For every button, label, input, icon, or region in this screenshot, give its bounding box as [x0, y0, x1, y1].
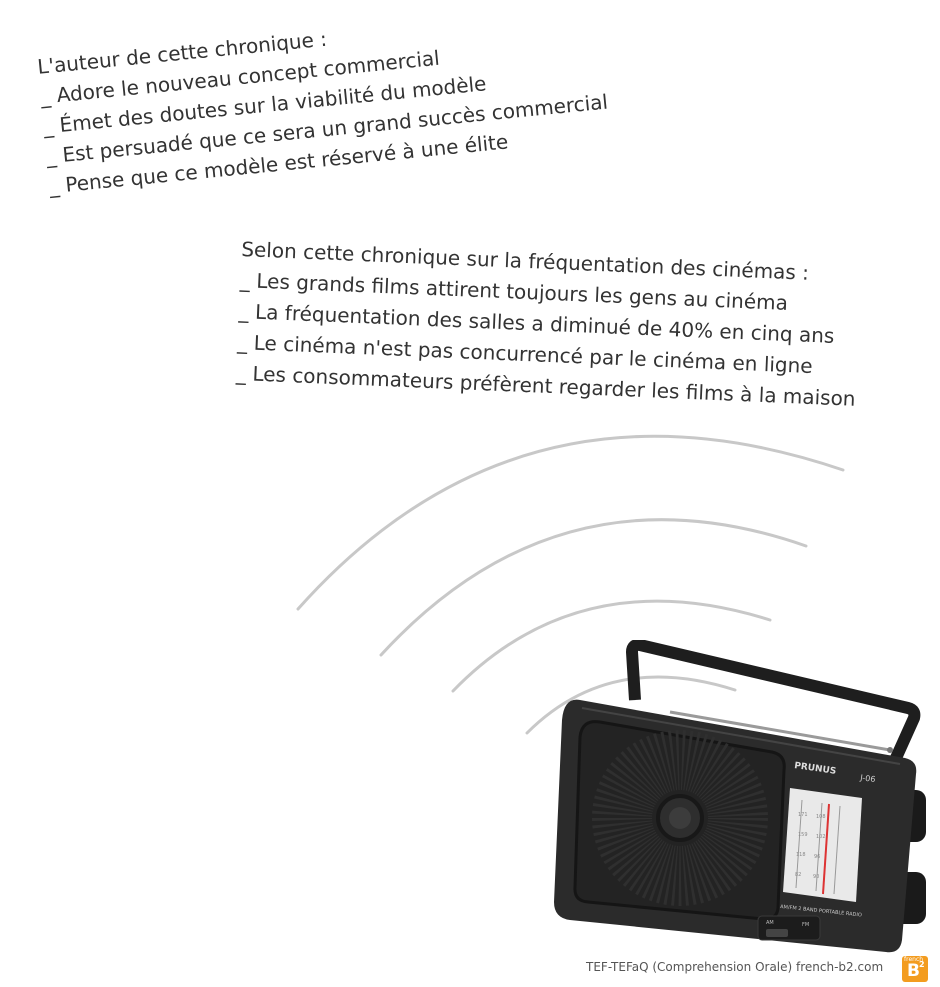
footer-text[interactable]: TEF-TEFaQ (Comprehension Orale) french-b…	[586, 960, 884, 974]
svg-text:108: 108	[816, 814, 826, 820]
svg-text:159: 159	[798, 832, 808, 838]
svg-text:171: 171	[798, 812, 808, 818]
sound-wave-arc-4	[525, 675, 737, 735]
sound-wave-arc-3	[451, 599, 772, 693]
svg-text:102: 102	[816, 834, 826, 840]
svg-text:96: 96	[814, 854, 820, 860]
svg-text:90: 90	[813, 874, 819, 880]
sound-wave-arc-2	[379, 518, 808, 657]
svg-text:82: 82	[795, 872, 801, 878]
french-b2-logo-icon[interactable]: french B 2	[902, 956, 928, 982]
logo-small-text: french	[904, 956, 924, 963]
radio-fm-label: FM	[802, 922, 809, 928]
radio-am-label: AM	[766, 920, 774, 926]
svg-text:118: 118	[796, 852, 806, 858]
sound-wave-arc-1	[296, 434, 845, 611]
logo-superscript: 2	[919, 960, 925, 969]
logo-big-letter: B	[907, 961, 920, 981]
radio-model: J-06	[859, 773, 876, 784]
